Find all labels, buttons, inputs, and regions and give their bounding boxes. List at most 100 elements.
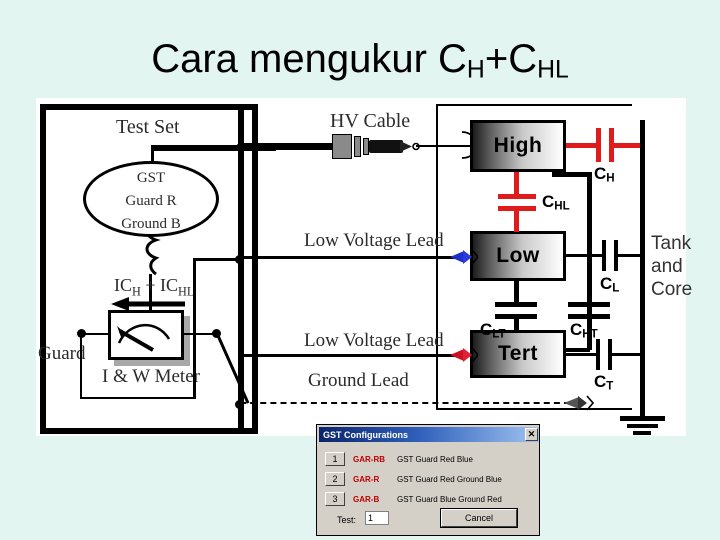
ch-wire-right [612,143,644,148]
earth-bar-3 [633,431,651,435]
config-button-1[interactable]: 1 [325,452,345,466]
circuit-diagram: Test Set GST Guard R Ground B ICH + ICHL [36,98,692,436]
ch-plate-2 [609,128,614,162]
high-tap-bus-v [587,172,592,320]
winding-low-box: Low [470,231,566,281]
config-button-2[interactable]: 2 [325,472,345,486]
config-code-3: GAR-B [353,494,380,504]
guard-label: Guard [38,343,86,364]
gst-line-1: GST [136,170,166,186]
close-icon[interactable]: ✕ [525,428,538,441]
meter-wire-right [184,333,218,335]
winding-high-box: High [470,120,566,172]
ground-lead-label: Ground Lead [308,370,409,391]
ch-sub: H [606,172,615,185]
config-row-1[interactable]: 1 GAR-RB GST Guard Red Blue [325,451,473,467]
hv-connector-body [332,134,352,159]
cl-name: C [600,274,613,293]
ground-lead-dashed-wire [240,402,570,404]
cl-wire-right [617,254,643,257]
ch-plate-1 [596,128,601,162]
clt-plate-2 [495,314,537,319]
guard-wire-down [80,333,82,399]
earth-stem [640,398,645,418]
test-field-label: Test: [337,515,357,525]
current-label-mid: + IC [140,275,178,295]
meter-return-up [193,258,196,399]
dialog-title-bar[interactable]: GST Configurations ✕ [319,427,539,442]
capacitor-label-chl: CHL [542,192,570,212]
config-code-2: GAR-R [353,474,380,484]
ct-plate-2 [608,339,612,370]
gst-line-3: Ground B [121,216,181,232]
tank-line-1: Tank [651,233,692,254]
low-voltage-lead-label-2: Low Voltage Lead [304,330,444,351]
config-row-3[interactable]: 3 GAR-B GST Guard Blue Ground Red [325,491,502,507]
clt-wire-bottom [514,318,519,332]
current-label-pre: IC [114,275,132,295]
hv-connector-ring2 [363,138,369,155]
low-bus-down [514,281,519,303]
testset-right-rail [238,104,244,434]
transformer-frame-top [436,104,632,106]
config-row-2[interactable]: 2 GAR-R GST Guard Red Ground Blue [325,471,502,487]
title-text-main: Cara mengukur C [151,37,467,81]
current-label-sub-h: H [132,284,141,299]
gst-configurations-dialog[interactable]: GST Configurations ✕ 1 GAR-RB GST Guard … [316,424,540,536]
high-tap-bus-h [552,172,592,177]
guard-wire-bottom [80,397,194,399]
ct-sub: T [606,380,614,393]
ch-name: C [594,164,607,183]
junction-lvl1 [235,255,244,264]
lvl1-wire [240,256,468,259]
test-set-label: Test Set [116,116,180,138]
gst-line-2: Guard R [125,193,177,209]
meter-label: I & W Meter [102,366,200,387]
tank-core-rail [640,120,645,410]
tank-line-2: and [651,256,683,277]
title-sub-hl: HL [537,56,569,84]
red-connector-icon [450,347,478,363]
transformer-frame-bottom [436,408,632,410]
hv-connector-shaft [369,140,403,153]
hv-cable-line [244,143,334,150]
ch-wire-left [566,143,598,148]
earth-bar-1 [620,416,665,421]
test-input[interactable]: 1 [365,511,389,525]
ground-connector-icon [564,395,594,411]
config-code-1: GAR-RB [353,454,385,464]
cl-sub: L [612,282,620,295]
test-set-box [40,104,258,434]
config-button-3[interactable]: 3 [325,492,345,506]
ct-name: C [594,372,607,391]
dialog-title: GST Configurations [323,429,408,440]
cht-plate-2 [568,314,610,319]
earth-bar-2 [627,424,658,428]
ct-wire-left [566,353,598,356]
hv-to-high-wire [416,145,474,147]
guard-wire-left [82,333,110,335]
cht-sub: HT [582,328,598,341]
cht-to-tert [566,348,590,352]
cl-plate-1 [602,240,606,271]
cl-wire-left [566,254,604,257]
lvl2-wire [240,354,468,357]
capacitor-label-ct: CT [594,372,613,392]
cht-plate-1 [568,302,610,307]
blue-connector-icon [450,249,478,265]
cht-name: C [570,320,583,339]
tank-line-3: Core [651,279,693,300]
hv-cable-label: HV Cable [330,110,411,132]
clt-plate-1 [495,302,537,307]
cancel-button[interactable]: Cancel [440,508,518,528]
title-sub-h: H [466,56,485,84]
tank-and-core-label: Tank and Core [651,232,692,301]
capacitor-label-clt: CLT [480,320,506,340]
chl-wire-top [514,172,519,195]
title-text-plus: +C [484,37,538,81]
config-desc-1: GST Guard Red Blue [397,454,473,464]
clt-sub: LT [492,328,506,341]
ct-plate-1 [596,339,600,370]
clt-name: C [480,320,493,339]
meter-gauge-icon [117,323,171,352]
